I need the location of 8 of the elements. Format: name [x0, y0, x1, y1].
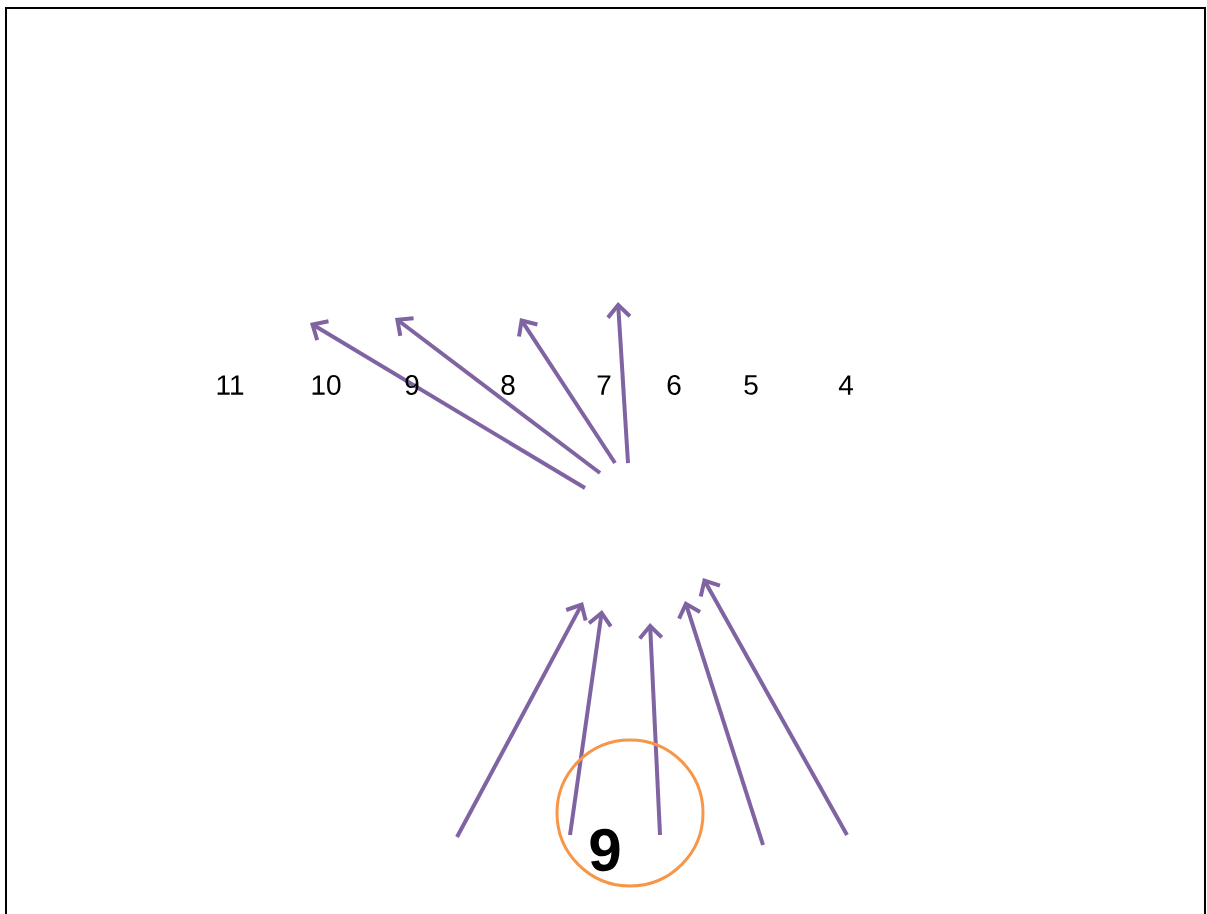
number-label: 8	[501, 375, 515, 395]
number-label: 10	[312, 375, 341, 395]
number-label: 7	[597, 375, 611, 395]
number-label: 11	[217, 375, 244, 395]
number-label: 6	[667, 375, 681, 395]
circle-node: 9	[555, 738, 705, 888]
number-label: 5	[744, 375, 758, 395]
number-label: 4	[838, 375, 853, 395]
